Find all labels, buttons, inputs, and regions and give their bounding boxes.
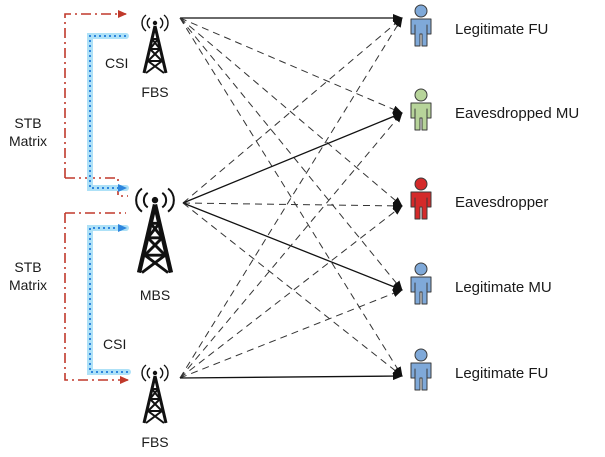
tower-icon: [141, 364, 169, 424]
user-fu_top: Legitimate FU: [410, 4, 548, 47]
link-fbs_bottom-to-fu_top: [179, 17, 403, 379]
tower-icon: [135, 187, 175, 274]
user-emu: Eavesdropped MU: [410, 88, 579, 131]
link-fbs_top-to-mu: [179, 17, 403, 291]
user-eve: Eavesdropper: [410, 177, 548, 220]
user-mu: Legitimate MU: [410, 262, 552, 305]
stb-matrix-label-bottom: STB Matrix: [6, 255, 54, 297]
csi-label-bottom: CSI: [103, 336, 126, 352]
csi-feedback-top: [87, 33, 129, 192]
fbs-top-station: FBS: [141, 14, 169, 100]
person-icon: [410, 262, 432, 305]
user-label: Eavesdropper: [455, 194, 548, 211]
person-icon: [410, 4, 432, 47]
user-label: Legitimate FU: [455, 21, 548, 38]
stb-label-bottom-line2: Matrix: [9, 277, 47, 293]
mbs-label: MBS: [140, 287, 170, 303]
person-icon: [410, 177, 432, 220]
link-mbs-to-emu: [182, 112, 403, 204]
stb-label-top-line2: Matrix: [9, 133, 47, 149]
user-label: Eavesdropped MU: [455, 105, 579, 122]
csi-label-top: CSI: [105, 55, 128, 71]
stb-feedback-bottom: [64, 212, 129, 384]
link-fbs_top-to-fu_bottom: [179, 17, 403, 377]
stb-feedback-top: [64, 10, 128, 197]
fbs-top-label: FBS: [141, 84, 168, 100]
stb-label-top-line1: STB: [14, 115, 41, 131]
link-mbs-to-fu_top: [182, 17, 403, 204]
mbs-station: [135, 187, 175, 274]
link-mbs-to-mu: [182, 202, 403, 291]
link-fbs_top-to-eve: [179, 17, 403, 207]
fbs-bottom-station: FBS: [141, 364, 169, 450]
person-icon: [410, 348, 432, 391]
user-label: Legitimate FU: [455, 365, 548, 382]
link-mbs-to-fu_bottom: [182, 202, 403, 377]
user-fu_bottom: Legitimate FU: [410, 348, 548, 391]
link-fbs_bottom-to-emu: [179, 112, 403, 379]
tower-icon: [141, 14, 169, 74]
fbs-bottom-label: FBS: [141, 434, 168, 450]
csi-feedback-bottom: [87, 224, 131, 375]
stb-label-bottom-line1: STB: [14, 259, 41, 275]
person-icon: [410, 88, 432, 131]
user-label: Legitimate MU: [455, 279, 552, 296]
link-fbs_bottom-to-eve: [179, 205, 403, 379]
links-layer: [179, 14, 403, 381]
link-fbs_top-to-emu: [179, 17, 403, 114]
stb-matrix-label-top: STB Matrix: [6, 112, 54, 154]
link-fbs_bottom-to-fu_bottom: [179, 372, 403, 381]
link-mbs-to-eve: [182, 201, 403, 210]
link-fbs_bottom-to-mu: [179, 289, 403, 379]
users-layer: Legitimate FU Eavesdropped MU Eavesdropper…: [410, 4, 579, 391]
